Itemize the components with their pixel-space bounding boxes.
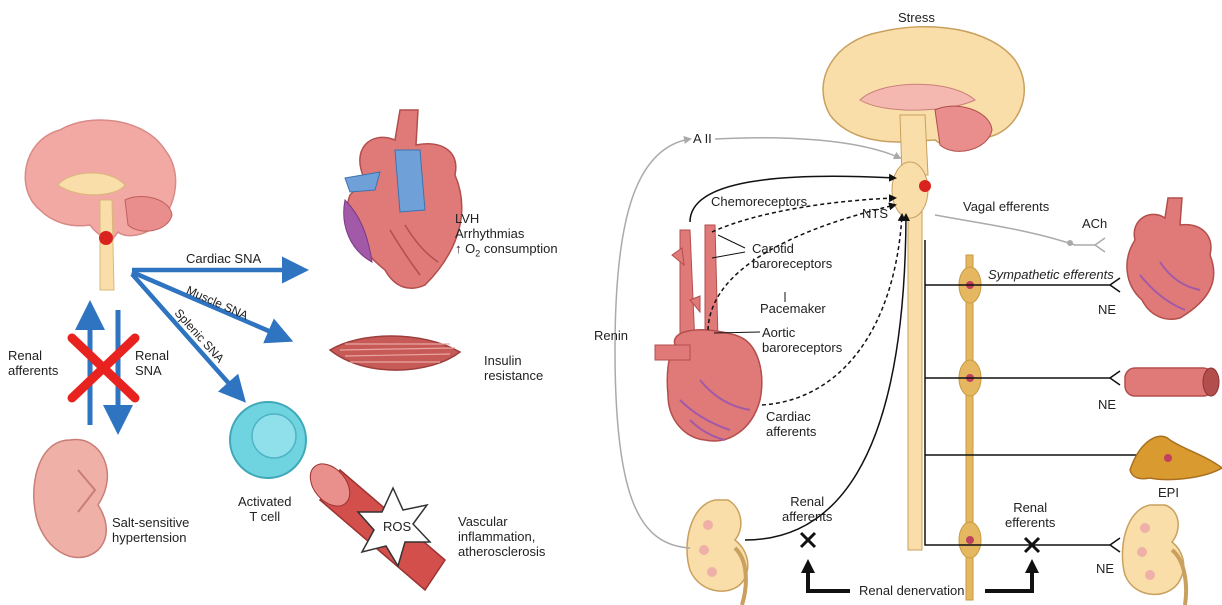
salt-sensitive-hypertension-label: Salt-sensitive hypertension (112, 515, 189, 545)
adrenal-illustration (1130, 436, 1222, 479)
aortic-baroreceptors-label: Aortic baroreceptors (762, 325, 842, 355)
blood-vessel-illustration (1125, 368, 1219, 396)
renal-efferents-label: Renal efferents (1005, 500, 1055, 530)
heart-effect-o2: ↑ O2 consumption (455, 241, 558, 262)
ach-label: ACh (1082, 216, 1107, 231)
right-brain-illustration (823, 27, 1024, 550)
pacemaker-label: Pacemaker (760, 301, 826, 316)
epi-label: EPI (1158, 485, 1179, 500)
muscle-illustration (330, 336, 460, 370)
ne-heart-label: NE (1098, 302, 1116, 317)
vagal-efferents-label: Vagal efferents (963, 199, 1049, 214)
stress-label: Stress (898, 10, 935, 25)
heart-effect-arrhythmias: Arrhythmias (455, 226, 524, 241)
right-heart-illustration (1127, 198, 1214, 319)
left-kidney-illustration (34, 440, 108, 558)
cardiac-sna-label: Cardiac SNA (186, 251, 261, 266)
ros-vessel-illustration (302, 456, 445, 590)
cardiac-afferents-label: Cardiac afferents (766, 409, 816, 439)
chemoreceptors-label: Chemoreceptors (711, 194, 807, 209)
denervation-arrow-right (985, 566, 1032, 591)
sympathetic-efferents-label: Sympathetic efferents (988, 267, 1114, 282)
sympathetic-chain (959, 255, 981, 600)
vessel-receptor-icon (1110, 371, 1120, 385)
central-heart-illustration (655, 225, 762, 441)
ne-vessel-label: NE (1098, 397, 1116, 412)
t-cell-illustration (230, 402, 306, 478)
renal-afferents-label: Renal afferents (8, 348, 58, 378)
central-kidney-illustration (687, 500, 748, 605)
a2-label: A II (693, 131, 712, 146)
ros-label: ROS (383, 519, 411, 534)
right-kidney-illustration (1122, 505, 1186, 605)
nts-label: NTS (862, 206, 888, 221)
carotid-baroreceptors-label: Carotid baroreceptors (752, 241, 832, 271)
kidney-receptor-icon (1110, 538, 1120, 552)
afferent-block-x-icon (801, 533, 815, 547)
denervation-arrow-left (808, 566, 850, 591)
block-cross-icon (72, 338, 135, 398)
activated-t-cell-label: Activated T cell (238, 494, 291, 524)
renin-label: Renin (594, 328, 628, 343)
renal-denervation-label: Renal denervation (859, 583, 965, 598)
vascular-inflammation-label: Vascular inflammation, atherosclerosis (458, 514, 545, 559)
left-heart-illustration (344, 110, 462, 288)
left-brain-illustration (25, 120, 175, 290)
ne-kidney-label: NE (1096, 561, 1114, 576)
renal-sna-label: Renal SNA (135, 348, 169, 378)
a2-to-brain-line (715, 138, 900, 158)
heart-effect-lvh: LVH (455, 211, 479, 226)
insulin-resistance-label: Insulin resistance (484, 353, 543, 383)
renal-afferents-right-label: Renal afferents (782, 494, 832, 524)
